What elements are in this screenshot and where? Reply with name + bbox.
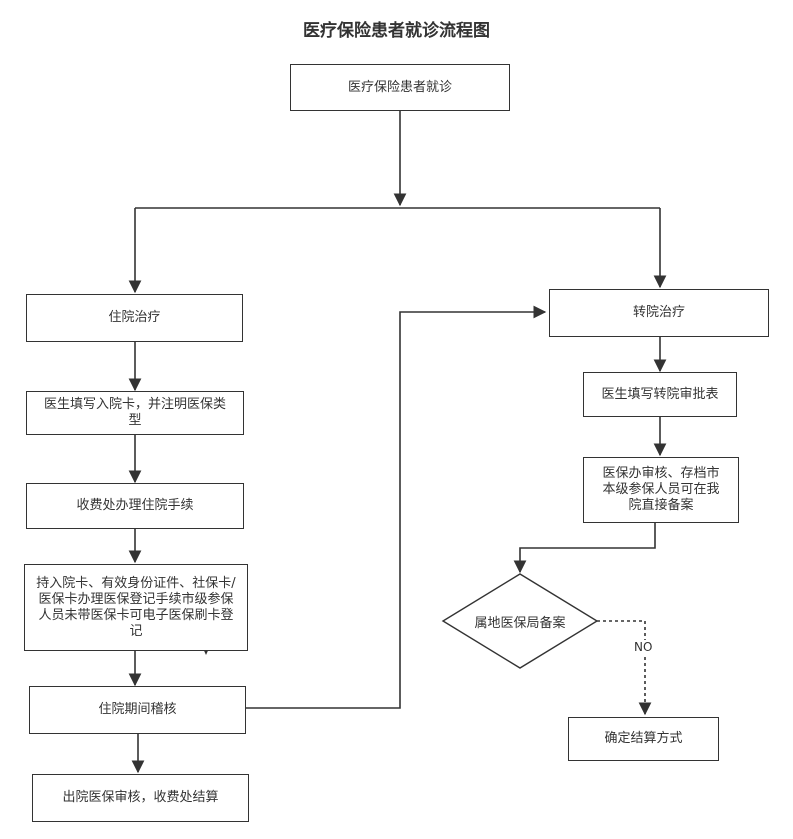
- node-insurance-register: 持入院卡、有效身份证件、社保卡/医保卡办理医保登记手续市级参保人员未带医保卡可电…: [24, 564, 248, 651]
- node-transfer-label: 转院治疗: [632, 305, 685, 320]
- node-discharge-label: 出院医保审核，收费处结算: [62, 790, 219, 805]
- node-doctor-card-label: 医生填写入院卡，并注明医保类型: [43, 397, 226, 428]
- node-billing-label: 收费处办理住院手续: [76, 498, 194, 513]
- edge-office-to-bureau: [513, 522, 656, 574]
- node-transfer-form-label: 医生填写转院审批表: [601, 386, 719, 402]
- node-transfer-form: 医生填写转院审批表: [583, 372, 737, 417]
- edge-label-no: NO: [634, 640, 653, 654]
- node-local-bureau: 属地医保局备案: [474, 616, 566, 631]
- edge-bureau-to-settlement: [597, 620, 652, 716]
- node-settlement: 确定结算方式: [568, 717, 719, 761]
- node-insurance-office: 医保办审核、存档市本级参保人员可在我院直接备案: [583, 457, 739, 523]
- node-discharge: 出院医保审核，收费处结算: [32, 774, 249, 822]
- decision-diamond-shape: [441, 573, 599, 669]
- node-start-label: 医疗保险患者就诊: [347, 79, 452, 95]
- node-doctor-card: 医生填写入院卡，并注明医保类型: [26, 391, 244, 435]
- edge-audit-to-transfer: [246, 305, 547, 709]
- node-settlement-label: 确定结算方式: [604, 731, 683, 746]
- node-transfer: 转院治疗: [549, 289, 769, 337]
- node-inpatient: 住院治疗: [26, 294, 243, 342]
- node-billing: 收费处办理住院手续: [26, 483, 244, 529]
- node-start: 医疗保险患者就诊: [290, 64, 510, 111]
- node-insurance-office-label: 医保办审核、存档市本级参保人员可在我院直接备案: [602, 466, 720, 513]
- node-audit: 住院期间稽核: [29, 686, 246, 734]
- node-inpatient-label: 住院治疗: [108, 310, 161, 325]
- node-audit-label: 住院期间稽核: [98, 702, 177, 717]
- page-title: 医疗保险患者就诊流程图: [303, 21, 490, 41]
- node-insurance-register-label: 持入院卡、有效身份证件、社保卡/医保卡办理医保登记手续市级参保人员未带医保卡可电…: [36, 575, 236, 639]
